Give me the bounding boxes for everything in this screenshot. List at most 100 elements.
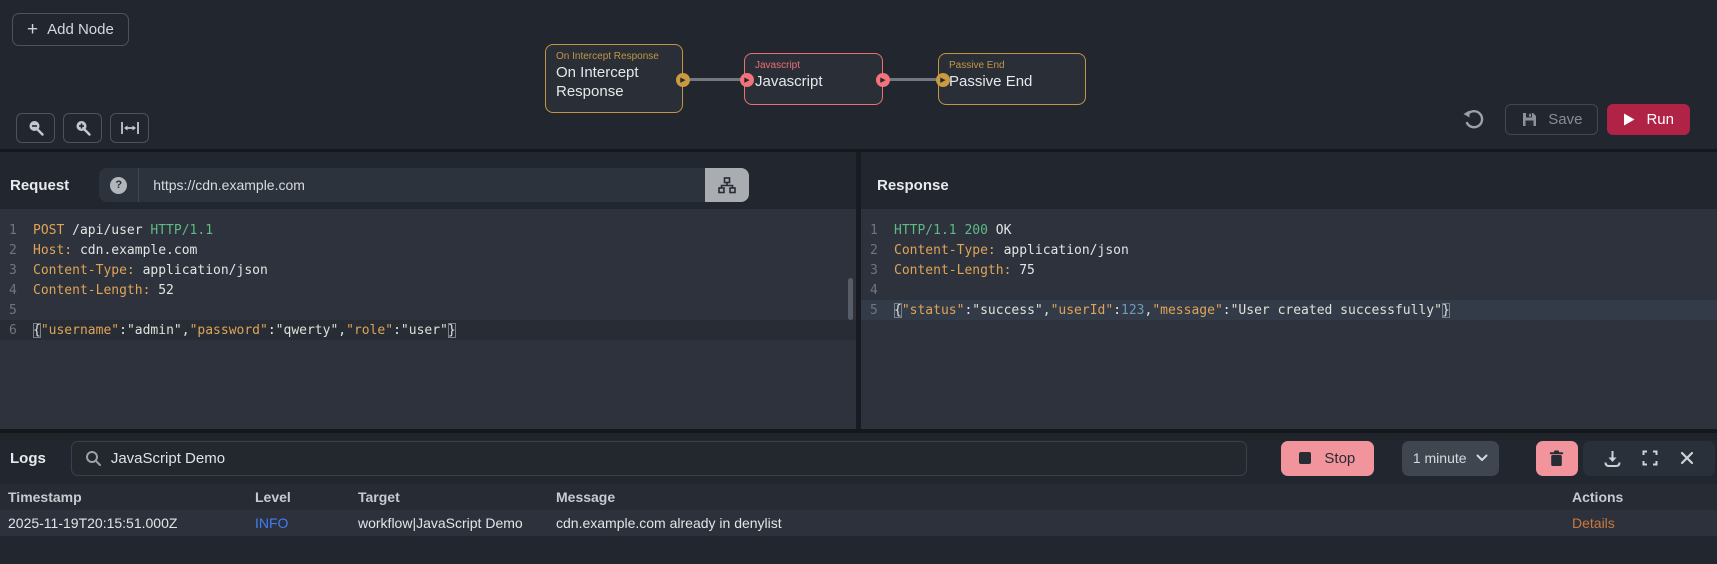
workflow-canvas[interactable]: + Add Node On Intercept Response On Inte…	[0, 0, 1717, 152]
undo-button[interactable]	[1462, 109, 1484, 131]
download-logs-button[interactable]	[1604, 450, 1621, 467]
node-passive-end[interactable]: Passive End Passive End	[938, 53, 1086, 105]
help-icon: ?	[110, 176, 128, 194]
logs-window-controls	[1582, 440, 1715, 476]
line-number: 2	[9, 242, 17, 258]
undo-icon	[1463, 109, 1484, 128]
plus-icon: +	[27, 19, 39, 40]
node-type-label: Javascript	[755, 60, 801, 71]
save-button[interactable]: Save	[1505, 104, 1599, 135]
column-timestamp: Timestamp	[8, 489, 82, 505]
node-on-intercept-response[interactable]: On Intercept Response On Intercept Respo…	[545, 44, 683, 113]
request-header: Request ? https://cdn.example.com	[0, 152, 856, 209]
node-name: On Intercept Response	[556, 64, 639, 100]
panel-resize-handle[interactable]	[856, 152, 861, 429]
clear-logs-button[interactable]	[1535, 440, 1578, 476]
play-icon	[1624, 113, 1635, 126]
workflow-actions: Save Run	[1462, 104, 1690, 135]
log-table-header: Timestamp Level Target Message Actions	[0, 484, 1717, 510]
fit-width-icon	[120, 122, 139, 134]
log-table: Timestamp Level Target Message Actions 2…	[0, 484, 1717, 536]
line-number: 3	[9, 262, 17, 278]
close-logs-button[interactable]	[1680, 451, 1694, 465]
node-name: Passive End	[949, 73, 1033, 90]
logs-title: Logs	[10, 449, 46, 467]
node-javascript[interactable]: Javascript Javascript	[744, 53, 883, 105]
line-number: 1	[9, 222, 17, 238]
logs-toolbar: Logs Stop 1 minute	[0, 440, 1717, 476]
log-level: INFO	[255, 515, 289, 531]
column-target: Target	[358, 489, 400, 505]
line-number: 4	[9, 282, 17, 298]
logs-search-input[interactable]	[110, 449, 1246, 467]
run-button[interactable]: Run	[1607, 104, 1690, 135]
fit-view-button[interactable]	[110, 113, 149, 143]
log-timestamp: 2025-11-19T20:15:51.000Z	[8, 515, 178, 531]
interval-dropdown[interactable]: 1 minute	[1401, 440, 1499, 476]
logs-search-box[interactable]	[70, 440, 1247, 476]
help-button[interactable]: ?	[99, 168, 140, 202]
run-label: Run	[1646, 111, 1674, 128]
log-message: cdn.example.com already in denylist	[556, 515, 782, 531]
code-line[interactable]: 4	[861, 280, 1717, 300]
input-port-icon[interactable]: ▶	[936, 73, 950, 87]
input-port-icon[interactable]: ▶	[740, 73, 754, 87]
column-level: Level	[255, 489, 291, 505]
node-name: Javascript	[755, 73, 823, 90]
zoom-controls	[16, 113, 149, 143]
url-input[interactable]: https://cdn.example.com	[153, 177, 305, 193]
response-title: Response	[877, 176, 949, 194]
add-node-label: Add Node	[47, 21, 114, 38]
edge-intercept-to-javascript	[690, 78, 747, 81]
line-number: 2	[870, 242, 878, 258]
stop-icon	[1299, 452, 1312, 464]
fullscreen-icon	[1642, 450, 1658, 466]
sitemap-button[interactable]	[705, 168, 750, 202]
line-number: 3	[870, 262, 878, 278]
line-number: 5	[9, 302, 17, 318]
save-icon	[1523, 113, 1537, 126]
zoom-out-icon	[29, 121, 44, 136]
code-line[interactable]: 5	[0, 300, 856, 320]
node-type-label: On Intercept Response	[556, 51, 659, 62]
chevron-down-icon	[1476, 454, 1488, 461]
line-number: 1	[870, 222, 878, 238]
fullscreen-button[interactable]	[1642, 450, 1658, 466]
output-port-icon[interactable]: ▶	[876, 73, 890, 87]
code-line[interactable]: 5{"status":"success","userId":123,"messa…	[861, 300, 1717, 320]
column-message: Message	[556, 489, 616, 505]
sitemap-icon	[718, 176, 736, 193]
stop-button[interactable]: Stop	[1280, 440, 1374, 476]
line-number: 5	[870, 302, 878, 318]
trash-icon	[1550, 450, 1564, 466]
zoom-in-button[interactable]	[63, 113, 102, 143]
column-actions: Actions	[1572, 489, 1624, 505]
zoom-out-button[interactable]	[16, 113, 55, 143]
code-line[interactable]: 6{"username":"admin","password":"qwerty"…	[0, 320, 856, 340]
zoom-in-icon	[76, 121, 91, 136]
stop-label: Stop	[1324, 449, 1356, 467]
request-scrollbar[interactable]	[848, 278, 853, 320]
line-number: 6	[9, 322, 17, 338]
download-icon	[1604, 450, 1621, 467]
url-bar[interactable]: ? https://cdn.example.com	[99, 168, 750, 202]
output-port-icon[interactable]: ▶	[676, 73, 690, 87]
interval-value: 1 minute	[1412, 450, 1467, 466]
add-node-button[interactable]: + Add Node	[12, 13, 129, 46]
log-action[interactable]: Details	[1572, 515, 1615, 531]
edge-javascript-to-passive-end	[886, 78, 943, 81]
